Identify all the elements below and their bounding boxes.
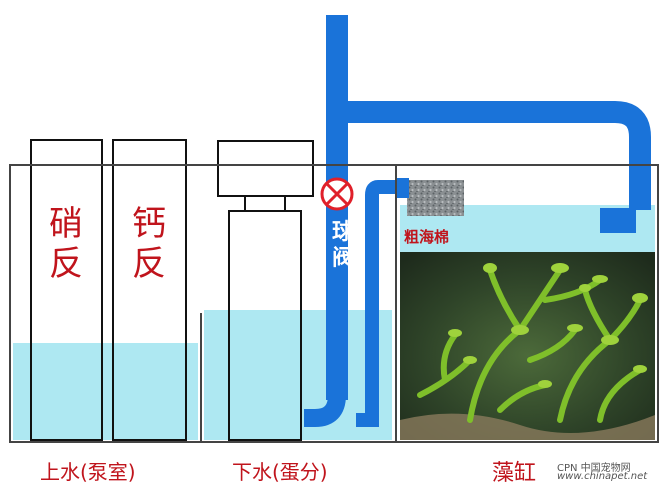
coarse-sponge <box>407 180 464 216</box>
ball-valve-icon <box>322 179 352 209</box>
label-calcium-reactor: 钙 反 <box>129 204 169 284</box>
label-nitrate-reactor: 硝 反 <box>46 204 86 284</box>
algae-photo <box>400 252 655 440</box>
label-skimmer-chamber: 下水(蛋分) <box>232 456 328 485</box>
label-coarse-sponge: 粗海棉 <box>404 226 449 247</box>
overflow-pipe-mouth <box>395 178 409 198</box>
return-pipe-outlet <box>600 208 636 233</box>
label-ball-valve: 球 阀 <box>330 220 356 272</box>
label-return-pump-chamber: 上水(泵室) <box>40 456 136 485</box>
water-return-chamber <box>13 343 198 440</box>
return-pipe-upper <box>337 112 640 210</box>
watermark-line2: www.chinapet.net <box>557 471 647 482</box>
label-algae-chamber: 藻缸 <box>492 455 536 487</box>
